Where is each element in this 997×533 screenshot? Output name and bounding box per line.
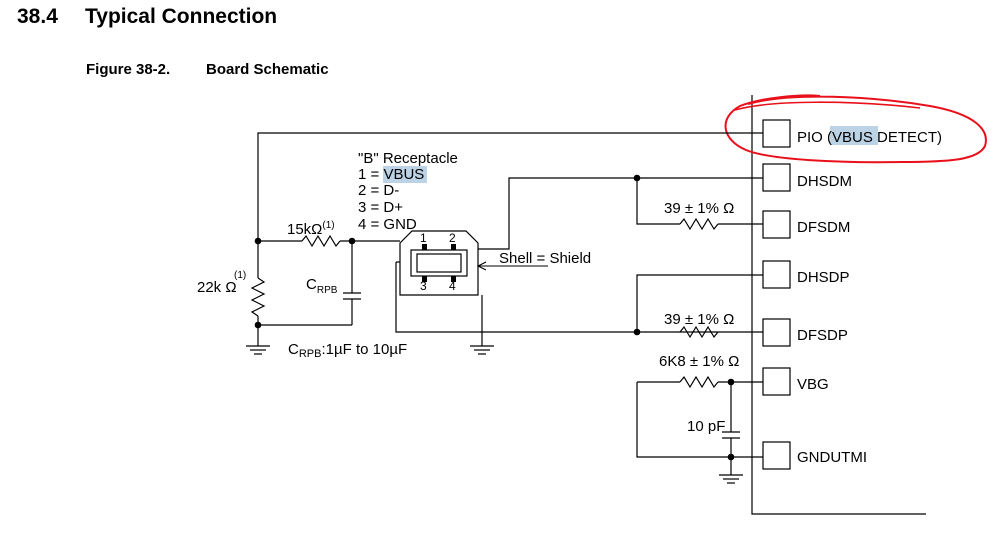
ground-symbol-left <box>246 345 270 355</box>
ground-symbol-right <box>719 474 743 484</box>
figure-number: Figure 38-2. <box>86 61 171 78</box>
resistor-39-b <box>679 325 719 339</box>
shell-label: Shell = Shield <box>499 250 591 267</box>
pin-box-dhsdm <box>762 163 791 192</box>
vbus-highlight <box>383 166 427 183</box>
pin-label-dhsdp: DHSDP <box>797 269 850 286</box>
pin-label-vbg: VBG <box>797 376 829 393</box>
pin-label-dfsdp: DFSDP <box>797 327 848 344</box>
section-title: Typical Connection <box>85 5 278 28</box>
label-crpb-value: CRPB:1µF to 10µF <box>288 341 407 360</box>
resistor-15k <box>301 234 341 248</box>
pin-box-dfsdm <box>762 210 791 239</box>
label-r39-a: 39 ± 1% Ω <box>664 200 734 217</box>
vbus-highlight <box>830 126 878 145</box>
receptacle-pin-2: 2 = D- <box>358 182 399 199</box>
label-r22k-note: (1) <box>234 270 246 281</box>
pin-number-4: 4 <box>449 279 456 293</box>
label-crpb: CRPB <box>306 276 338 296</box>
usb-b-receptacle <box>399 230 479 296</box>
figure-caption: Figure 38-2. Board Schematic <box>86 61 329 78</box>
pin-number-2: 2 <box>449 231 456 245</box>
pin-box-gndutmi <box>762 441 791 470</box>
label-c10pf: 10 pF <box>687 418 725 435</box>
ground-symbol-receptacle <box>470 345 494 355</box>
wire-dhsdp <box>636 274 763 332</box>
wire-vbg-return <box>636 382 731 458</box>
section-heading: 38.4 Typical Connection <box>17 5 277 29</box>
chip-pin-boxes <box>762 119 791 470</box>
pin-number-3: 3 <box>420 279 427 293</box>
pin-box-vbg <box>762 367 791 396</box>
junction-dot <box>727 453 735 461</box>
pin-box-dfsdp <box>762 318 791 347</box>
wire-pio-vbus <box>257 132 763 241</box>
wire-d-plus <box>395 262 763 333</box>
label-r15k: 15kΩ(1) <box>287 220 335 238</box>
red-annotation-circle <box>724 94 987 164</box>
receptacle-pin-1: 1 = VBUS <box>358 166 424 183</box>
pin-label-dfsdm: DFSDM <box>797 219 850 236</box>
receptacle-pin-4: 4 = GND <box>358 216 417 233</box>
section-number: 38.4 <box>17 5 58 28</box>
label-r22k: 22k Ω <box>197 279 237 296</box>
pin-box-pio <box>762 119 791 148</box>
chip-outline <box>751 95 926 515</box>
figure-title: Board Schematic <box>206 61 329 78</box>
receptacle-pin-3: 3 = D+ <box>358 199 403 216</box>
shell-arrow-head <box>476 261 487 271</box>
label-r6k8: 6K8 ± 1% Ω <box>659 353 739 370</box>
pin-label-dhsdm: DHSDM <box>797 173 852 190</box>
pin-label-gndutmi: GNDUTMI <box>797 449 867 466</box>
pin-label-pio: PIO (VBUS DETECT) <box>797 129 942 146</box>
red-annotation-stroke <box>734 101 921 111</box>
receptacle-title: "B" Receptacle <box>358 150 458 167</box>
label-r39-b: 39 ± 1% Ω <box>664 311 734 328</box>
pin-box-dhsdp <box>762 260 791 289</box>
wire-39a-left <box>636 178 680 225</box>
resistor-6k8 <box>679 375 719 389</box>
resistor-22k <box>250 277 266 317</box>
resistor-39-a <box>679 217 719 231</box>
pin-number-1: 1 <box>420 231 427 245</box>
